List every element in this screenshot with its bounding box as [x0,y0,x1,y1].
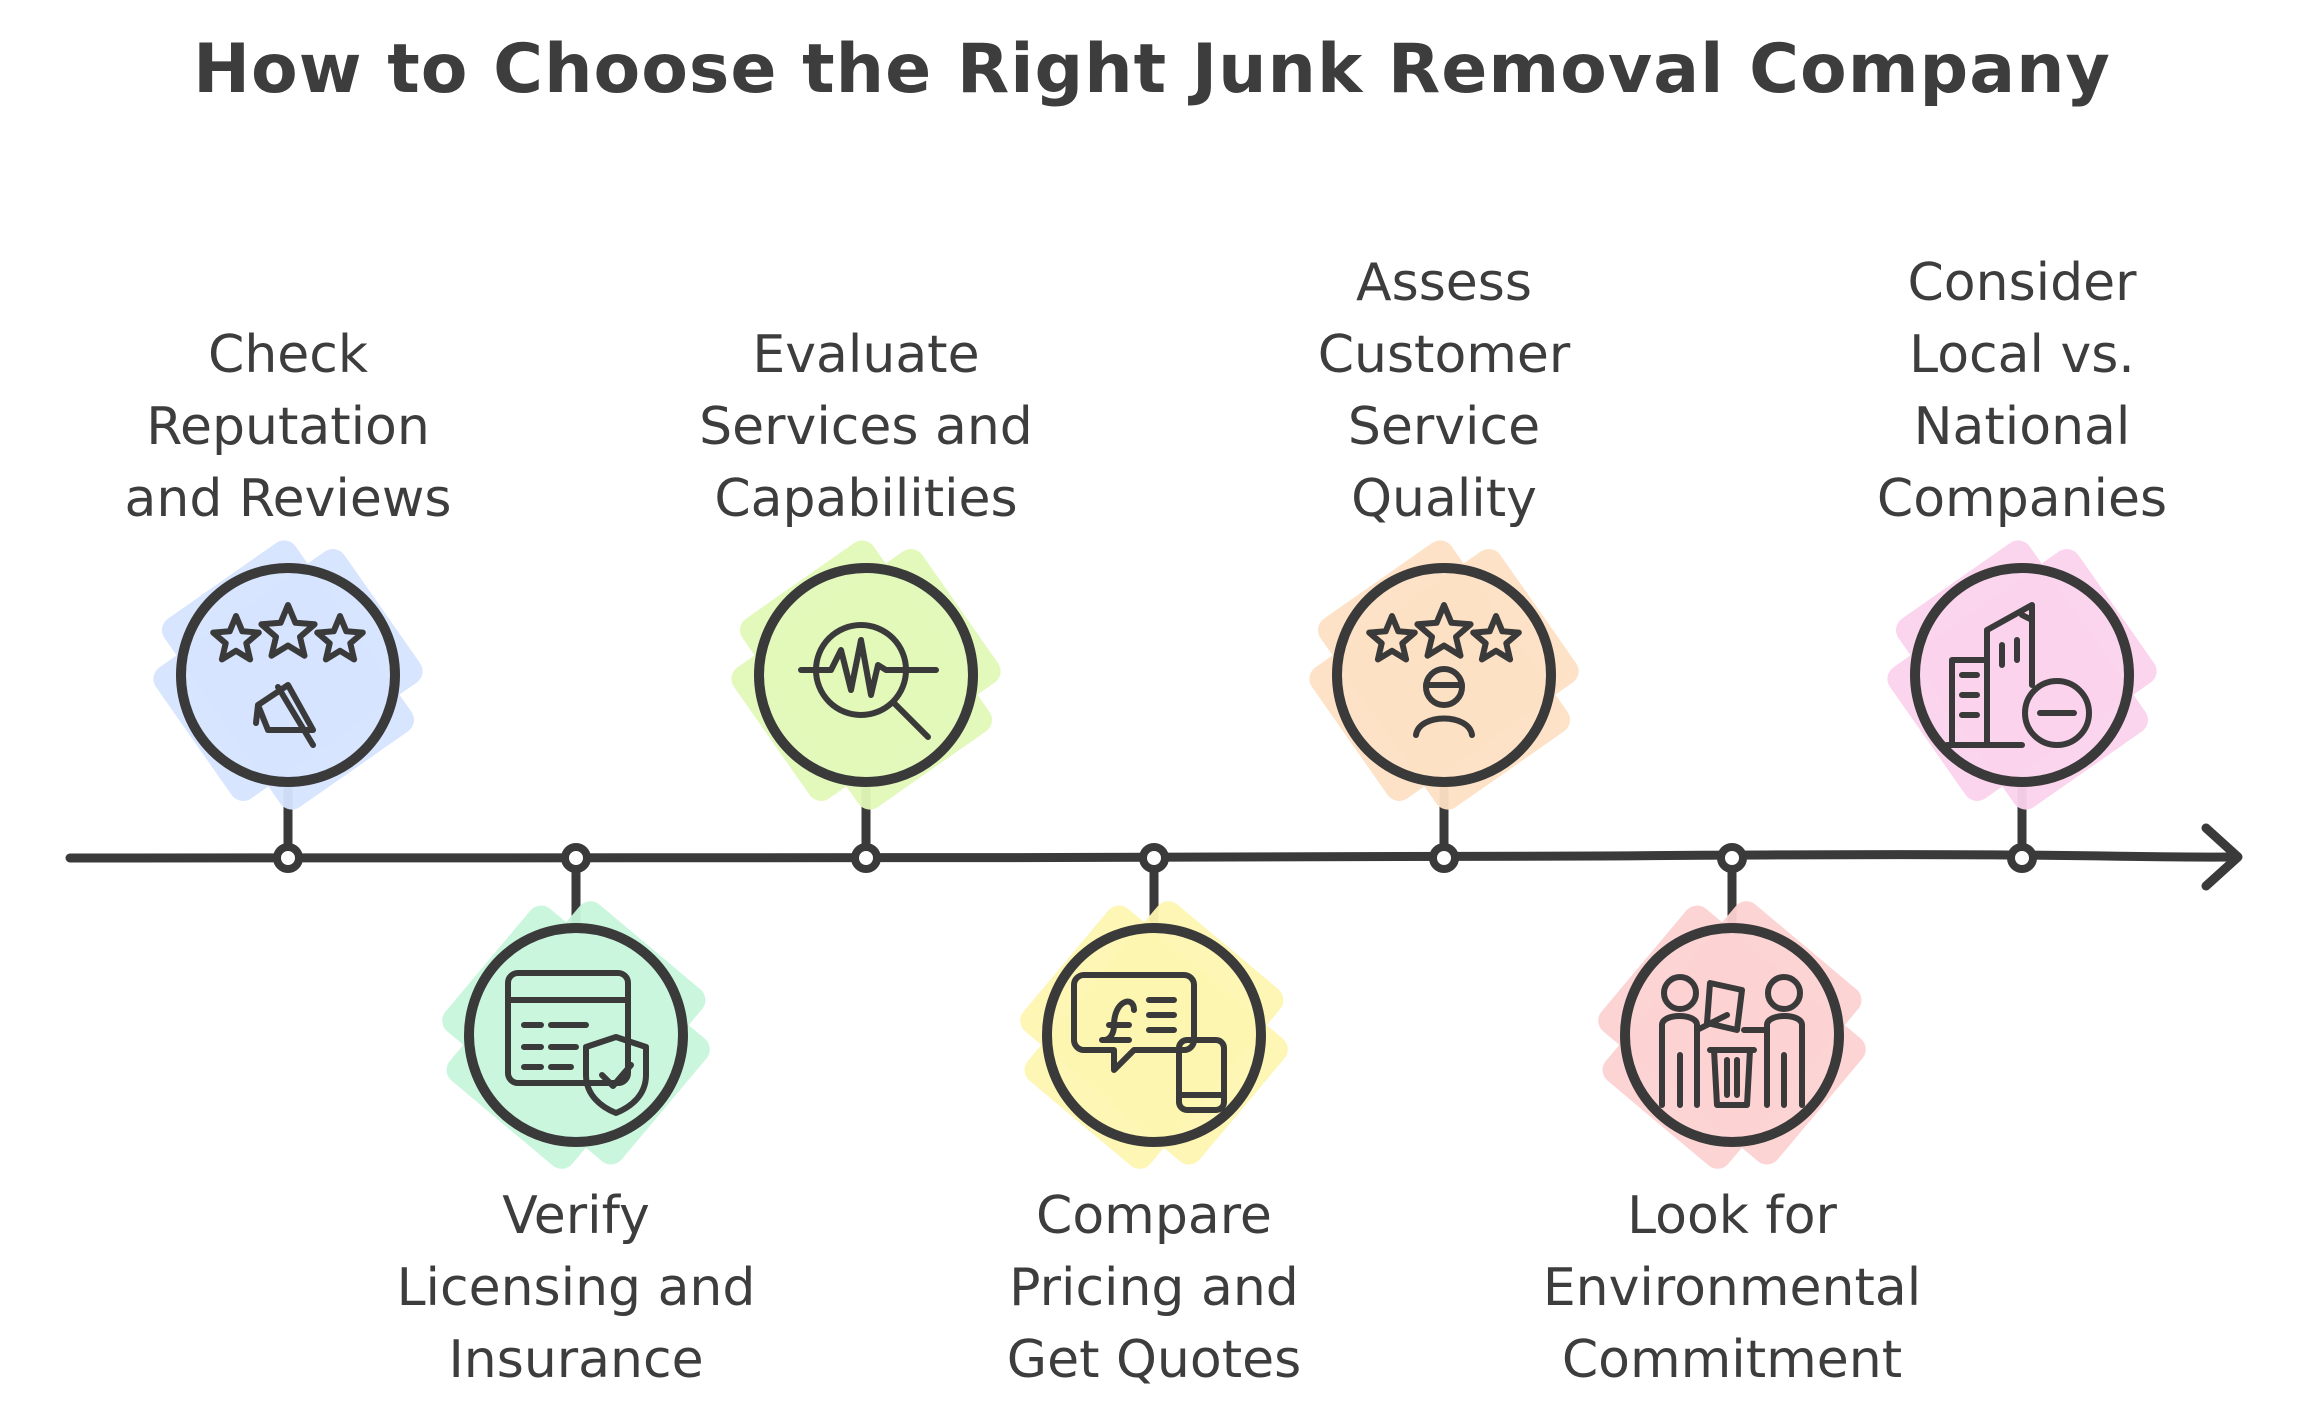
step-label: Look for Environmental Commitment [1542,1186,1922,1390]
step-node-6 [1598,843,1866,1169]
step-highlight [1887,540,2157,810]
step-node-2 [442,843,710,1169]
step-circle [464,923,688,1147]
step-highlight [442,901,710,1169]
step-label: Consider Local vs. National Companies [1876,253,2168,529]
step-circle [1042,923,1266,1147]
step-highlight [1020,901,1288,1169]
magnifier-pulse-icon [798,622,939,740]
step-node-1 [153,540,423,873]
step-axis-dot [1717,843,1747,873]
step-node-5 [1309,540,1579,873]
step-label-container: Assess Customer Service Quality [1224,0,1664,535]
step-label: Verify Licensing and Insurance [396,1186,756,1390]
timeline-line [65,850,2240,863]
step-highlight [1598,901,1866,1169]
certificate-shield-icon [505,970,649,1116]
step-label: Evaluate Services and Capabilities [699,325,1033,529]
people-recycling-icon [1659,974,1805,1108]
step-axis-dot [1139,843,1169,873]
step-label: Assess Customer Service Quality [1317,253,1571,529]
diagram-title: How to Choose the Right Junk Removal Com… [193,30,2111,109]
pound-quote-phone-icon [1071,972,1227,1113]
step-circle [1910,563,2134,787]
step-label-container: Evaluate Services and Capabilities [646,0,1086,535]
step-highlight [153,540,423,810]
star-customer-icon [1366,602,1522,738]
step-circle [176,563,400,787]
step-node-7 [1887,540,2157,873]
step-label-container: Verify Licensing and Insurance [356,1180,796,1420]
step-axis-dot [851,843,881,873]
step-axis-dot [2007,843,2037,873]
step-label-container: Look for Environmental Commitment [1512,1180,1952,1420]
step-label-container: Consider Local vs. National Companies [1802,0,2242,535]
step-node-4 [1020,843,1288,1169]
step-label-container: Check Reputation and Reviews [68,0,508,535]
step-highlight [1309,540,1579,810]
step-label: Compare Pricing and Get Quotes [1006,1186,1302,1390]
step-node-3 [731,540,1001,873]
star-rating-megaphone-icon [210,602,366,748]
step-label: Check Reputation and Reviews [124,325,452,529]
step-circle [1620,923,1844,1147]
step-axis-dot [273,843,303,873]
step-circle [754,563,978,787]
timeline-arrowhead [2201,823,2243,891]
timeline-axis [65,823,2243,891]
step-label-container: Compare Pricing and Get Quotes [934,1180,1374,1420]
buildings-minus-icon [1944,602,2092,748]
step-circle [1332,563,1556,787]
step-axis-dot [561,843,591,873]
step-axis-dot [1429,843,1459,873]
